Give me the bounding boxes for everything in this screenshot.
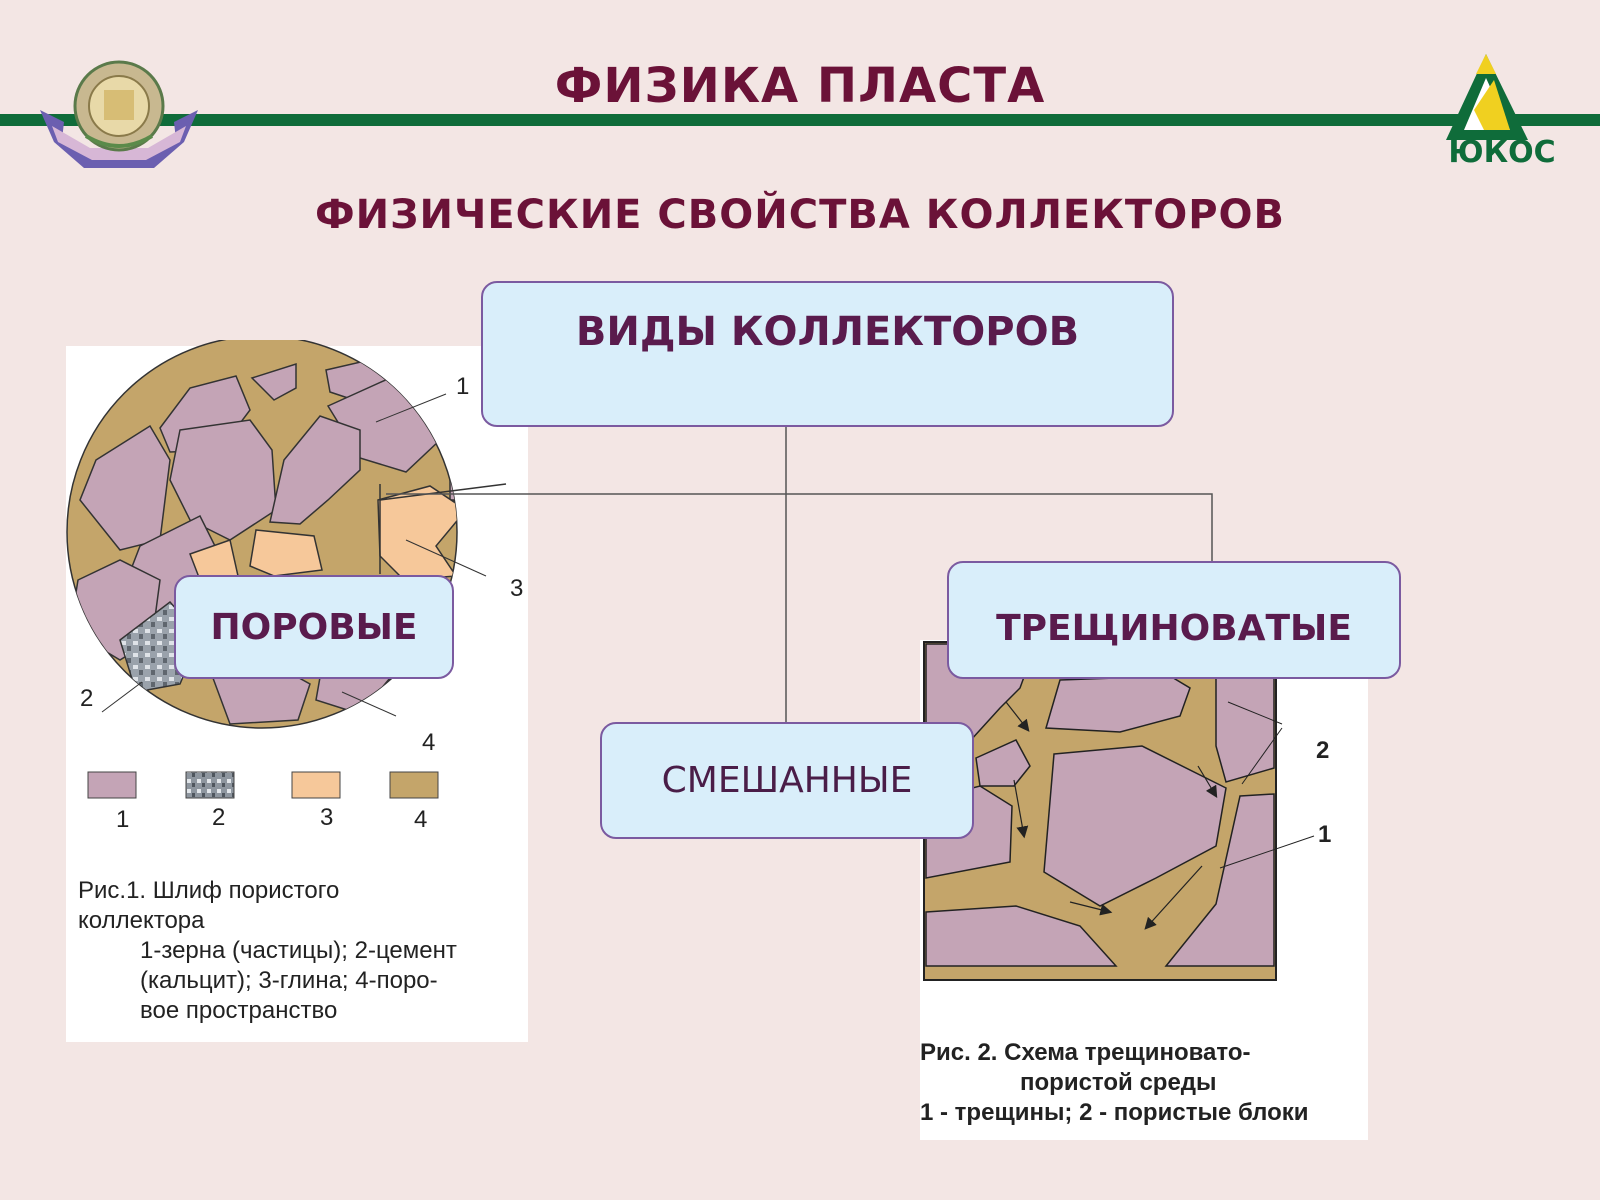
legend-num-2: 2 <box>212 804 226 831</box>
fig2-label-2: 2 <box>1316 737 1329 764</box>
fig1-label-2: 2 <box>80 685 93 712</box>
legend-swatch-grain <box>87 771 137 799</box>
legend-swatch-clay <box>291 771 341 799</box>
legend-swatch-pore <box>389 771 439 799</box>
page-subtitle: ФИЗИЧЕСКИЕ СВОЙСТВА КОЛЛЕКТОРОВ <box>314 192 1286 238</box>
fig1-caption-title: Рис.1. Шлиф пористого <box>78 877 340 904</box>
fig2-caption-title: Рис. 2. Схема трещиновато- <box>920 1039 1251 1066</box>
legend-num-3: 3 <box>320 804 334 831</box>
fig2-label-1: 1 <box>1318 821 1331 848</box>
legend-num-1: 1 <box>116 806 130 833</box>
legend-num-4: 4 <box>414 806 428 833</box>
fig1-label-4: 4 <box>422 729 435 756</box>
node-mixed-collectors: СМЕШАННЫЕ <box>600 722 974 839</box>
root-node-collector-types: ВИДЫ КОЛЛЕКТОРОВ <box>481 281 1174 427</box>
fig1-label-3: 3 <box>510 575 523 602</box>
figure1-legend <box>87 771 439 799</box>
node-fractured-collectors: ТРЕЩИНОВАТЫЕ <box>947 561 1401 679</box>
fig1-caption-line3: 1-зерна (частицы); 2-цемент <box>140 937 457 964</box>
figure1-thin-section: 1 2 3 4 <box>66 340 523 756</box>
fig1-label-1: 1 <box>456 373 469 400</box>
fig1-caption-line5: вое пространство <box>140 997 338 1024</box>
fig2-caption-line3: 1 - трещины; 2 - пористые блоки <box>920 1099 1309 1126</box>
figure2-labels: 2 1 <box>1316 737 1331 848</box>
figure2-fracture-scheme <box>923 641 1315 981</box>
legend-swatch-cement <box>185 771 235 799</box>
node-pore-collectors: ПОРОВЫЕ <box>174 575 454 679</box>
fig2-caption-line2: пористой среды <box>1020 1069 1217 1096</box>
header-rule <box>0 114 1600 126</box>
yukos-logo-icon: ЮКОС <box>1446 54 1556 166</box>
yukos-logo-text: ЮКОС <box>1448 135 1555 166</box>
fig1-caption-line4: (кальцит); 3-глина; 4-поро- <box>140 967 438 994</box>
fig1-caption-line2: коллектора <box>78 907 205 934</box>
page-title: ФИЗИКА ПЛАСТА <box>554 58 1046 114</box>
university-emblem-icon <box>40 60 198 168</box>
